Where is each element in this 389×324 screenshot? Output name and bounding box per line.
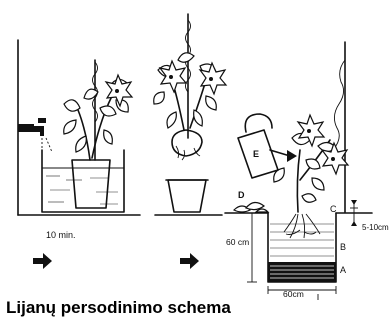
arrow-right-icon bbox=[180, 253, 199, 269]
label-b: B bbox=[340, 242, 346, 252]
label-e: E bbox=[253, 149, 259, 159]
label-width: 60cm bbox=[283, 289, 304, 299]
diagram-caption: Lijanų persodinimo schema bbox=[6, 298, 231, 318]
label-a: A bbox=[340, 265, 346, 275]
flower-icon bbox=[160, 61, 226, 94]
arrow-right-icon bbox=[33, 253, 52, 269]
label-gap: 5-10cm bbox=[362, 223, 389, 232]
water-tap-icon bbox=[18, 118, 52, 152]
panel-planting: 60 cm 60cm 5-10cm A B C D E bbox=[225, 42, 389, 300]
panel-soaking: 10 min. bbox=[18, 40, 140, 269]
panel-potted-plant bbox=[154, 14, 226, 269]
watering-can-icon bbox=[238, 114, 297, 178]
label-d: D bbox=[238, 190, 245, 200]
label-c: C bbox=[330, 204, 337, 214]
time-label: 10 min. bbox=[46, 230, 76, 240]
label-depth: 60 cm bbox=[226, 237, 249, 247]
